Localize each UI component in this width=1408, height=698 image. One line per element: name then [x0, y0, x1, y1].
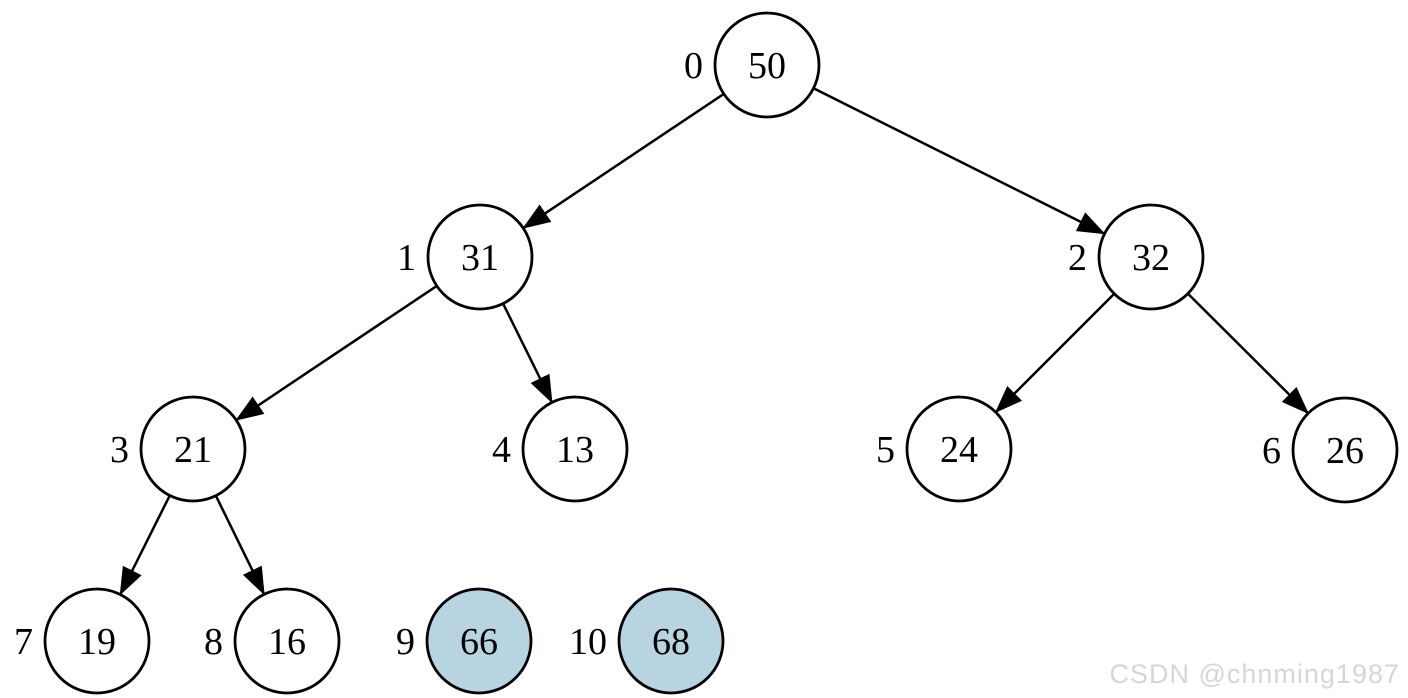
node-index-label: 10: [569, 621, 607, 663]
node-value: 66: [460, 621, 498, 663]
node-index-label: 5: [876, 429, 895, 471]
tree-node-2: 32 2: [1068, 203, 1205, 311]
node-value: 21: [174, 429, 212, 471]
node-circle: [617, 587, 725, 695]
tree-edge-0-2: [812, 87, 1106, 235]
node-circle: [139, 395, 247, 503]
node-circle: [1291, 396, 1399, 504]
node-value: 32: [1132, 237, 1170, 279]
watermark: CSDN @chnming1987: [1109, 659, 1400, 689]
tree-node-1: 31 1: [397, 203, 534, 311]
tree-edge-3-7: [119, 494, 171, 596]
node-circle: [233, 587, 341, 695]
tree-node-6: 26 6: [1262, 396, 1399, 504]
node-circle: [426, 203, 534, 311]
node-index-label: 2: [1068, 237, 1087, 279]
tree-node-5: 24 5: [876, 395, 1013, 503]
tree-node-3: 21 3: [110, 395, 247, 503]
tree-edge-1-4: [501, 303, 554, 404]
node-value: 13: [556, 429, 594, 471]
node-index-label: 3: [110, 429, 129, 471]
node-value: 24: [940, 429, 978, 471]
tree-edge-2-5: [994, 292, 1116, 414]
tree-node-9: 66 9: [396, 587, 533, 695]
tree-node-0: 50 0: [684, 11, 821, 119]
tree-edge-0-1: [522, 92, 725, 230]
node-circle: [43, 587, 151, 695]
tree-node-10: 68 10: [569, 587, 725, 695]
tree-edge-3-8: [214, 495, 266, 596]
node-index-label: 4: [492, 429, 511, 471]
node-value: 50: [748, 45, 786, 87]
node-circle: [425, 587, 533, 695]
node-value: 31: [461, 237, 499, 279]
node-circle: [713, 11, 821, 119]
tree-node-4: 13 4: [492, 395, 629, 503]
node-value: 26: [1326, 430, 1364, 472]
node-value: 19: [78, 621, 116, 663]
node-value: 16: [268, 621, 306, 663]
node-circle: [521, 395, 629, 503]
node-index-label: 9: [396, 621, 415, 663]
node-index-label: 1: [397, 237, 416, 279]
node-circle: [905, 395, 1013, 503]
tree-edge-2-6: [1186, 292, 1310, 415]
node-index-label: 8: [204, 621, 223, 663]
node-index-label: 6: [1262, 430, 1281, 472]
tree-node-8: 16 8: [204, 587, 341, 695]
tree-node-7: 19 7: [14, 587, 151, 695]
tree-edge-1-3: [235, 284, 438, 422]
node-index-label: 7: [14, 621, 33, 663]
node-value: 68: [652, 621, 690, 663]
node-index-label: 0: [684, 45, 703, 87]
node-circle: [1097, 203, 1205, 311]
